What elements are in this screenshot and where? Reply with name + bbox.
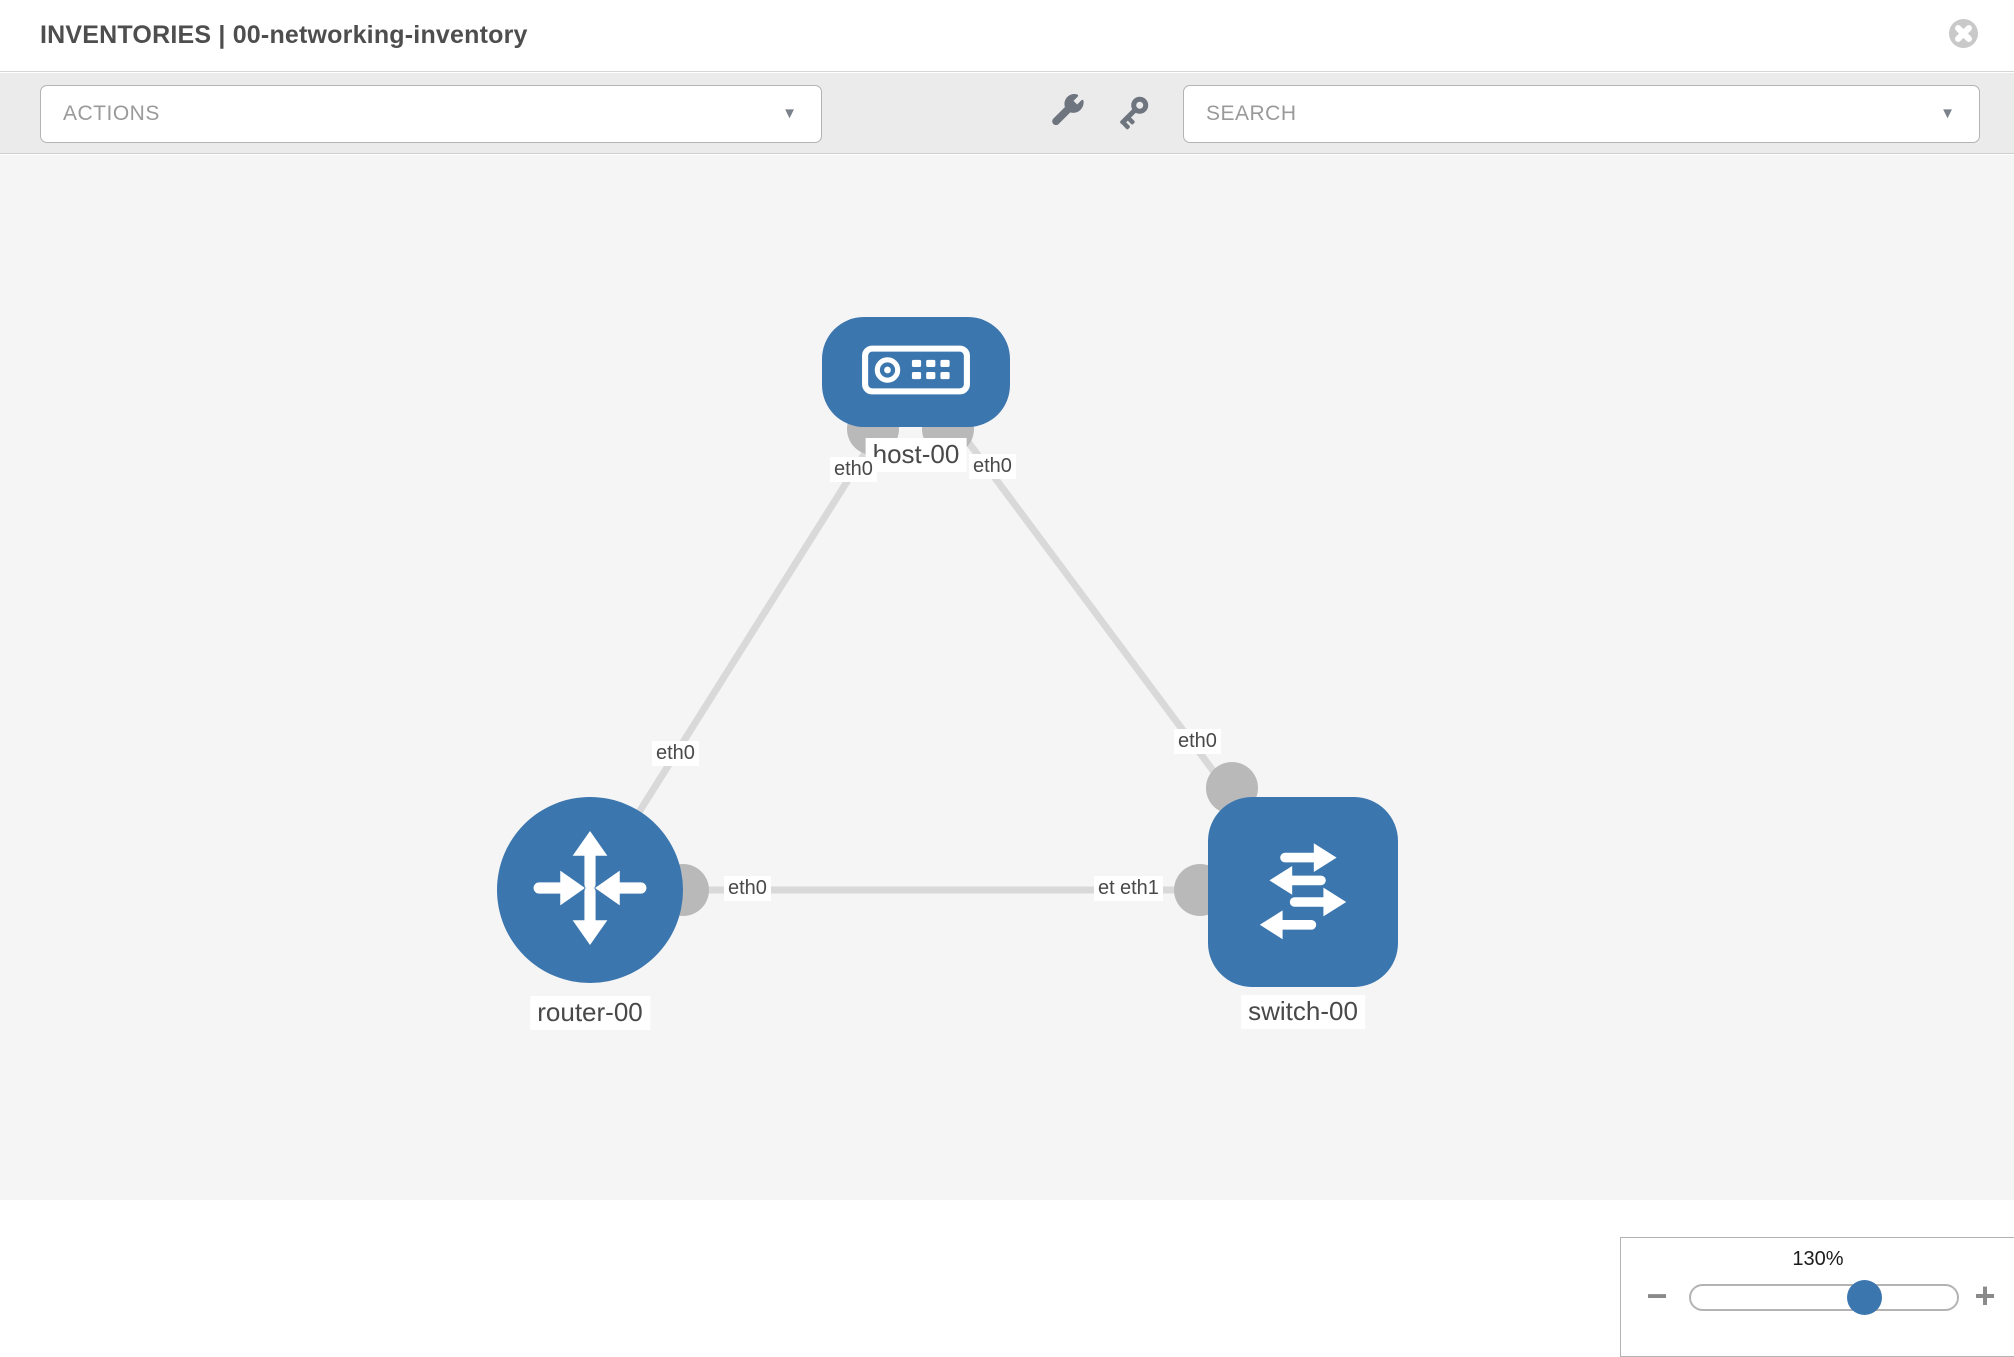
- zoom-level: 130%: [1792, 1248, 1844, 1270]
- node-router[interactable]: [497, 797, 683, 983]
- toolbar: ACTIONS ▼ SEARCH ▼: [0, 73, 2014, 154]
- caret-down-icon: ▼: [1940, 105, 1955, 122]
- caret-down-icon: ▼: [782, 105, 797, 122]
- minus-icon: −: [1646, 1275, 1668, 1316]
- page-title: INVENTORIES | 00-networking-inventory: [40, 21, 528, 49]
- interface-label: eth0: [724, 876, 771, 901]
- switch-icon: [1243, 830, 1363, 955]
- zoom-out-button[interactable]: −: [1637, 1274, 1677, 1318]
- node-host[interactable]: [822, 317, 1010, 427]
- node-switch[interactable]: [1208, 797, 1398, 987]
- zoom-slider-handle[interactable]: [1847, 1280, 1882, 1315]
- x-circle-icon: [1948, 18, 1979, 52]
- node-label-router: router-00: [530, 996, 650, 1030]
- host-icon: [860, 343, 972, 402]
- interface-label: eth0: [652, 741, 699, 766]
- node-label-switch: switch-00: [1241, 995, 1365, 1029]
- interface-label: eth0: [1174, 729, 1221, 754]
- zoom-panel: 130% − +: [1620, 1237, 2014, 1357]
- interface-label: eth1: [1116, 876, 1163, 901]
- actions-dropdown[interactable]: ACTIONS ▼: [40, 85, 822, 143]
- actions-dropdown-label: ACTIONS: [63, 102, 160, 125]
- topology-canvas[interactable]: host-00 router-00 switch-00 eth0 eth0 et…: [0, 155, 2014, 1357]
- zoom-in-button[interactable]: +: [1965, 1274, 2005, 1318]
- key-icon: [1113, 96, 1153, 135]
- router-icon: [528, 826, 652, 955]
- zoom-slider-track[interactable]: [1689, 1280, 1959, 1315]
- credentials-button[interactable]: [1111, 91, 1155, 135]
- wrench-icon: [1047, 93, 1087, 135]
- configure-button[interactable]: [1045, 91, 1089, 135]
- page-header: INVENTORIES | 00-networking-inventory: [0, 0, 2014, 72]
- search-dropdown-label: SEARCH: [1206, 102, 1297, 125]
- node-label-host: host-00: [865, 438, 967, 472]
- plus-icon: +: [1974, 1275, 1996, 1316]
- links-layer: [587, 369, 1305, 916]
- interface-label: eth0: [830, 457, 877, 482]
- search-dropdown[interactable]: SEARCH ▼: [1183, 85, 1980, 143]
- interface-label: eth0: [969, 454, 1016, 479]
- close-button[interactable]: [1948, 18, 1979, 49]
